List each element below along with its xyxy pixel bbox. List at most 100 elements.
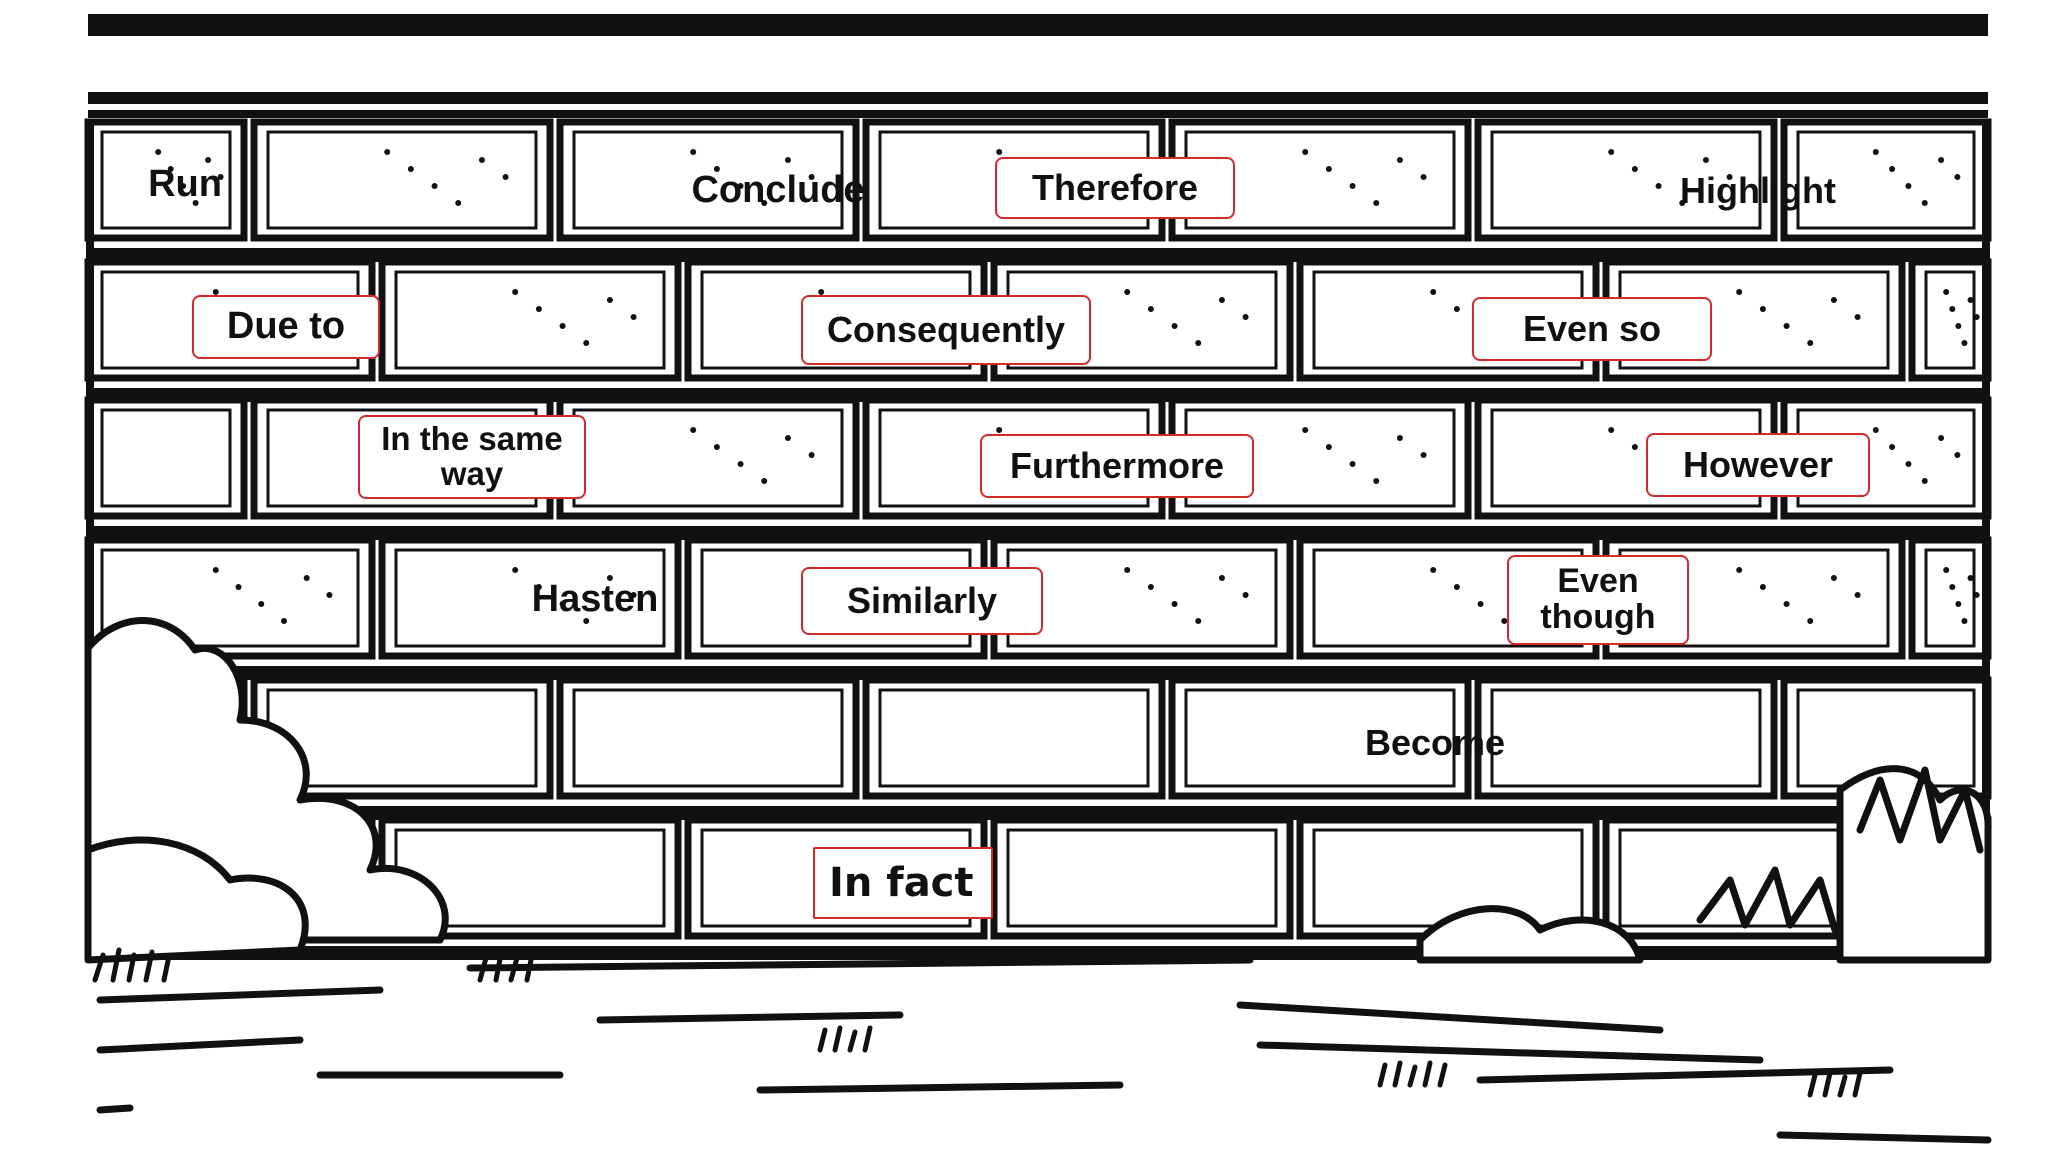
word-become[interactable]: Become (1364, 722, 1506, 764)
brick-speckle (1726, 174, 1733, 180)
brick-speckle (1949, 584, 1956, 590)
brick-inner (572, 130, 844, 230)
word-however[interactable]: However (1646, 433, 1870, 497)
brick-speckle (1949, 306, 1956, 312)
brick-speckle (1195, 618, 1202, 624)
brick-speckle (761, 478, 768, 484)
word-run[interactable]: Run (148, 163, 222, 206)
word-therefore[interactable]: Therefore (995, 157, 1235, 219)
brick-speckle (1954, 174, 1961, 180)
word-due-to[interactable]: Due to (192, 295, 380, 359)
brick-speckle (1961, 340, 1968, 346)
brick-speckle (1955, 323, 1962, 329)
brick-inner (878, 688, 1150, 788)
brick-speckle (478, 157, 485, 163)
word-consequently[interactable]: Consequently (801, 295, 1091, 365)
brick-speckle (1420, 452, 1427, 458)
word-highlight[interactable]: Highlight (1680, 170, 1836, 212)
brick-speckle (303, 575, 310, 581)
brick-speckle (1242, 314, 1249, 320)
brick-speckle (1759, 584, 1766, 590)
brick-speckle (1501, 618, 1508, 624)
brick-speckle (784, 435, 791, 441)
brick-speckle (1477, 601, 1484, 607)
word-even-so[interactable]: Even so (1472, 297, 1712, 361)
brick-speckle (1124, 289, 1131, 295)
brick-speckle (1943, 567, 1950, 573)
brick-speckle (737, 461, 744, 467)
brick-speckle (1679, 200, 1686, 206)
brick-speckle (996, 427, 1003, 433)
brick-inner (1184, 688, 1456, 788)
brick-speckle (180, 183, 187, 189)
brick (378, 258, 682, 382)
brick-speckle (535, 306, 542, 312)
brick-inner (1006, 828, 1278, 928)
brick-speckle (1373, 200, 1380, 206)
brick-speckle (1124, 567, 1131, 573)
grass-tufts (92, 947, 1863, 1098)
brick-speckle (1430, 567, 1437, 573)
word-in-fact[interactable]: In fact (813, 847, 993, 919)
brick-speckle (280, 618, 287, 624)
brick-speckle (1905, 461, 1912, 467)
brick (1474, 676, 1778, 800)
brick-speckle (1921, 478, 1928, 484)
brick-speckle (630, 314, 637, 320)
brick-speckle (407, 166, 414, 172)
word-furthermore[interactable]: Furthermore (980, 434, 1254, 498)
brick-speckle (167, 166, 174, 172)
brick-speckle (1171, 323, 1178, 329)
brick-inner (1490, 130, 1762, 230)
brick-speckle (1218, 297, 1225, 303)
ground-lines (96, 956, 1992, 1144)
brick-speckle (1218, 575, 1225, 581)
brick-speckle (1807, 340, 1814, 346)
brick-speckle (502, 174, 509, 180)
brick-inner (1924, 548, 1976, 648)
brick-inner (1490, 688, 1762, 788)
brick-speckle (1872, 427, 1879, 433)
word-hasten[interactable]: Hasten (531, 578, 659, 621)
brick-speckle (1302, 149, 1309, 155)
brick-speckle (1195, 340, 1202, 346)
brick-speckle (1967, 297, 1974, 303)
brick-speckle (1147, 584, 1154, 590)
brick-speckle (559, 323, 566, 329)
brick-speckle (1373, 478, 1380, 484)
brick-speckle (1973, 314, 1980, 320)
word-similarly[interactable]: Similarly (801, 567, 1043, 635)
brick-speckle (606, 297, 613, 303)
brick (1780, 118, 1992, 242)
brick-speckle (713, 166, 720, 172)
brick-speckle (155, 149, 162, 155)
brick-speckle (1943, 289, 1950, 295)
word-conclude[interactable]: Conclude (691, 169, 865, 212)
brick-inner (1796, 130, 1976, 230)
brick (990, 536, 1294, 660)
brick-speckle (1830, 297, 1837, 303)
brick-speckle (1147, 306, 1154, 312)
brick-speckle (326, 592, 333, 598)
brick-speckle (1961, 618, 1968, 624)
brick (1474, 118, 1778, 242)
brick-speckle (512, 567, 519, 573)
brick-speckle (1830, 575, 1837, 581)
brick-speckle (737, 183, 744, 189)
brick-inner (100, 408, 232, 508)
brick-speckle (1889, 444, 1896, 450)
word-even-though[interactable]: Even though (1507, 555, 1689, 645)
brick-speckle (192, 200, 199, 206)
brick-speckle (690, 149, 697, 155)
brick-speckle (1854, 592, 1861, 598)
brick-inner (266, 130, 538, 230)
brick-speckle (583, 618, 590, 624)
word-in-the-same-way[interactable]: In the same way (358, 415, 586, 499)
brick-speckle (535, 584, 542, 590)
foreground-bushes (84, 617, 1992, 964)
brick (556, 118, 860, 242)
brick-speckle (784, 157, 791, 163)
brick-speckle (1973, 592, 1980, 598)
brick-inner (394, 548, 666, 648)
brick-speckle (1783, 323, 1790, 329)
